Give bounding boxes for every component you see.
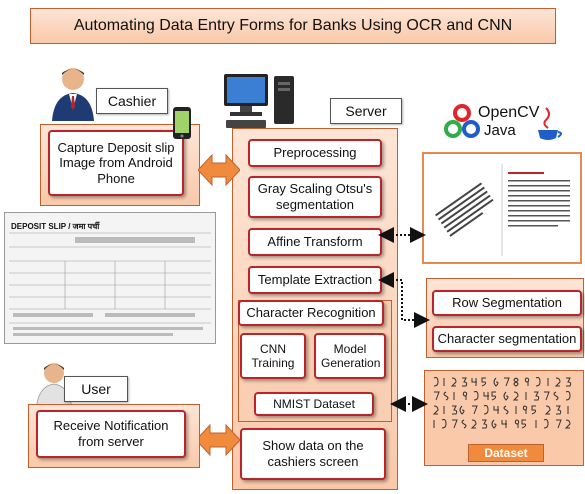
dataset-digits-image (432, 377, 572, 429)
receive-notification-box: Receive Notification from server (36, 410, 186, 458)
opencv-logo-icon (444, 104, 480, 138)
show-data-step: Show data on the cashiers screen (240, 428, 386, 480)
user-server-arrow (196, 423, 240, 457)
java-label: Java (484, 122, 516, 139)
android-phone-icon (173, 107, 191, 139)
user-label: User (64, 376, 128, 402)
cashier-label: Cashier (96, 88, 168, 114)
nmist-dataset-step: NMIST Dataset (254, 392, 374, 416)
opencv-label: OpenCV (478, 104, 540, 121)
cashier-server-arrow (198, 153, 240, 187)
title-banner: Automating Data Entry Forms for Banks Us… (30, 8, 556, 44)
template-segmentation-connector (378, 272, 430, 328)
gray-scaling-step: Gray Scaling Otsu's segmentation (248, 176, 382, 218)
slip-header: DEPOSIT SLIP / जमा पर्ची (11, 222, 100, 231)
template-extraction-step: Template Extraction (248, 266, 382, 294)
character-recognition-step: Character Recognition (238, 300, 384, 326)
dataset-label: Dataset (468, 444, 544, 462)
cashier-person-icon (52, 68, 94, 121)
capture-deposit-slip-box: Capture Deposit slip Image from Android … (48, 130, 184, 196)
deposit-slip-image: DEPOSIT SLIP / जमा पर्ची (4, 212, 216, 344)
server-label: Server (330, 98, 402, 124)
page-title: Automating Data Entry Forms for Banks Us… (73, 17, 513, 35)
java-cup-icon (538, 107, 562, 140)
affine-transform-step: Affine Transform (248, 228, 382, 256)
user-person-icon (35, 363, 73, 410)
character-segmentation-box: Character segmentation (432, 326, 582, 352)
rotated-document-image (435, 164, 570, 256)
preprocessing-step: Preprocessing (248, 139, 382, 167)
server-computer-icon (224, 74, 294, 128)
cnn-training-step: CNN Training (240, 333, 306, 379)
model-generation-step: Model Generation (314, 333, 386, 379)
row-segmentation-box: Row Segmentation (432, 290, 582, 316)
